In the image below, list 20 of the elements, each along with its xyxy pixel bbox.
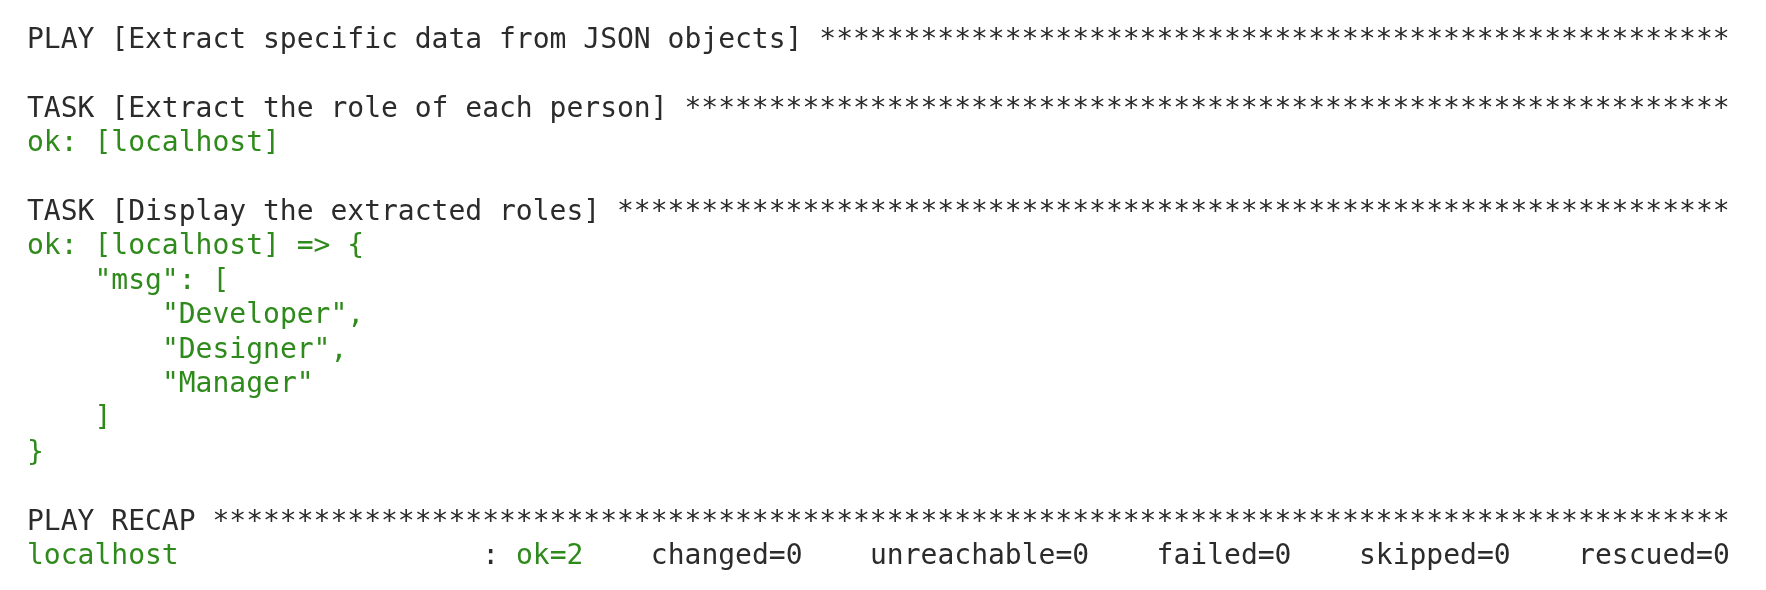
separator-colon: : bbox=[482, 538, 500, 572]
status-line: ok: [localhost] bbox=[27, 125, 280, 160]
status-line: ok: [localhost] => { bbox=[27, 228, 365, 263]
stat-value: failed=0 bbox=[1156, 538, 1292, 572]
output-line: "Designer", bbox=[161, 331, 348, 366]
host-name: localhost bbox=[27, 538, 179, 572]
output-line: } bbox=[27, 434, 44, 469]
recap-header: PLAY RECAP ****************************************************************************************** bbox=[27, 503, 1730, 538]
output-line: "msg": [ bbox=[94, 262, 230, 297]
play-header: PLAY [Extract specific data from JSON objects] ****************************************************** bbox=[27, 22, 1730, 56]
stat-value: rescued=0 bbox=[1578, 538, 1730, 572]
stat-value: skipped=0 bbox=[1358, 538, 1511, 572]
stat-value: changed=0 bbox=[650, 538, 803, 572]
task-header: TASK [Display the extracted roles] ****************************************************************** bbox=[27, 194, 1730, 228]
output-line: "Manager" bbox=[161, 366, 314, 400]
output-line: "Developer", bbox=[161, 297, 365, 332]
task-header: TASK [Extract the role of each person] ************************************************************** bbox=[27, 90, 1730, 125]
stat-value: ok=2 bbox=[515, 538, 584, 572]
stat-value: unreachable=0 bbox=[870, 538, 1090, 572]
output-line: ] bbox=[94, 400, 112, 435]
